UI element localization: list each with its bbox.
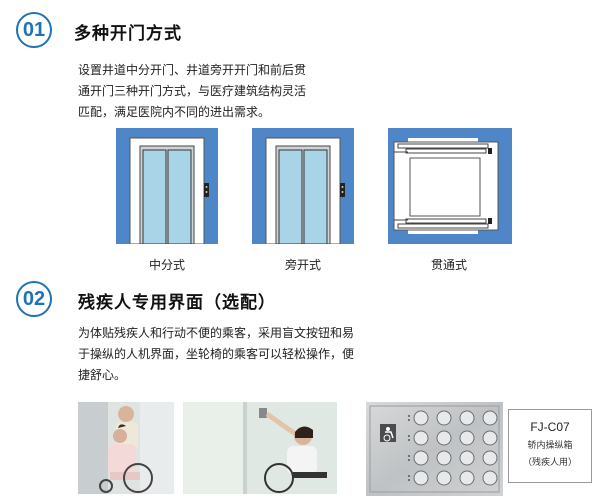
section-description-accessible-interface: 为体贴残疾人和行动不便的乘客，采用盲文按钮和易 于操纵的人机界面，坐轮椅的乘客可… bbox=[78, 323, 354, 386]
description-line: 为体贴残疾人和行动不便的乘客，采用盲文按钮和易 bbox=[78, 326, 355, 340]
diagram-side-opening bbox=[252, 128, 354, 245]
photo-wheelchair-user-with-attendant bbox=[78, 402, 174, 494]
section-number-badge-02: 02 bbox=[16, 281, 52, 317]
panel-description-line: （残疾人用） bbox=[522, 458, 577, 468]
description-line: 设置井道中分开门、井道旁开开门和前后贯 bbox=[78, 63, 307, 77]
panel-info-card: FJ-C07 轿内操纵箱 （残疾人用） bbox=[508, 409, 592, 483]
description-line: 匹配，满足医院内不同的进出需求。 bbox=[78, 105, 271, 119]
section-description-door-modes: 设置井道中分开门、井道旁开开门和前后贯 通开门三种开门方式，与医疗建筑结构灵活 … bbox=[78, 60, 306, 123]
description-line: 于操纵的人机界面，坐轮椅的乘客可以轻松操作，便 bbox=[78, 347, 355, 361]
diagram-label-side-opening: 旁开式 bbox=[284, 258, 321, 272]
diagram-center-opening bbox=[116, 128, 218, 245]
diagram-label-center-opening: 中分式 bbox=[148, 258, 185, 272]
panel-model-code: FJ-C07 bbox=[530, 420, 570, 434]
photo-accessible-control-panel bbox=[366, 402, 503, 496]
diagram-label-through-opening: 贯通式 bbox=[430, 258, 467, 272]
section-number-badge-01: 01 bbox=[16, 12, 52, 48]
section-title-accessible-interface: 残疾人专用界面（选配） bbox=[78, 293, 276, 313]
section-title-door-modes: 多种开门方式 bbox=[74, 24, 182, 44]
diagram-through-opening bbox=[388, 128, 512, 244]
photo-wheelchair-user-pressing-button bbox=[183, 402, 337, 494]
description-line: 捷舒心。 bbox=[78, 368, 127, 382]
panel-description-line: 轿内操纵箱 bbox=[527, 441, 573, 451]
description-line: 通开门三种开门方式，与医疗建筑结构灵活 bbox=[78, 84, 307, 98]
